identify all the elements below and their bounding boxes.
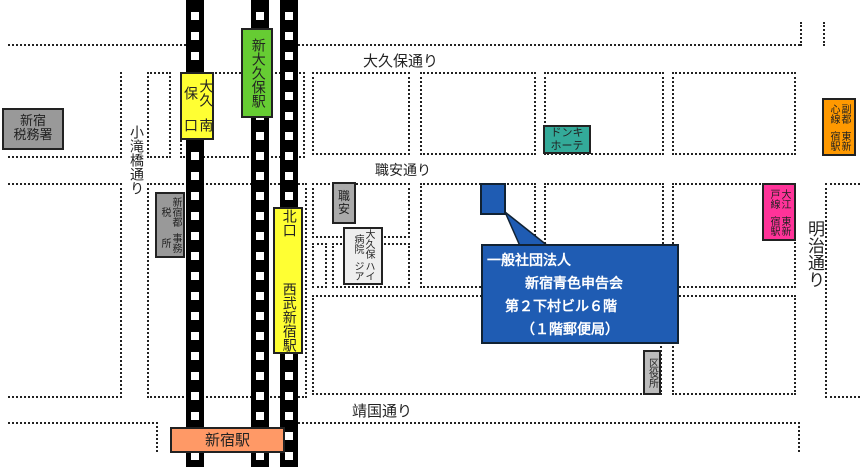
callout-line: 第２下村ビル６階 (505, 299, 617, 315)
ward-office: 区役所 (643, 350, 661, 395)
label: 税務署 (13, 128, 53, 143)
metro-tax-office: 新宿都税事務所 (155, 192, 185, 258)
destination-marker (480, 183, 506, 215)
destination-callout: 一般社団法人 新宿青色申告会 第２下村ビル６階 （１階郵便局） (481, 244, 679, 344)
label: 大久保病院 (352, 229, 374, 259)
label: ホーテ (550, 138, 584, 152)
shin-okubo-station: 新大久保駅 (241, 28, 273, 118)
label: 副都心線 (828, 103, 850, 124)
callout-line: 新宿青色申告会 (525, 276, 623, 292)
block (8, 44, 190, 48)
label: 事務所 (159, 232, 181, 253)
block (672, 72, 796, 155)
okubo-station-south-exit: 大久保南口 (180, 72, 214, 140)
label: 大久保 (182, 79, 214, 108)
label: 東新宿駅 (828, 130, 850, 151)
label: ドンキ (550, 126, 584, 140)
road-shokuan-dori: 職安通り (375, 163, 431, 179)
block (825, 183, 860, 398)
road-yasukuni-dori: 靖国通り (352, 402, 413, 420)
label: 安 (337, 202, 350, 216)
label: 西武新宿駅 (280, 282, 297, 352)
label: ハイジア (352, 261, 374, 281)
block (8, 183, 122, 398)
label: 新宿 (19, 113, 46, 129)
okubo-hospital-hygeia: 大久保病院ハイジア (343, 227, 383, 285)
block (298, 44, 800, 48)
road-otakibashi-dori: 小滝橋通り (128, 125, 144, 195)
callout-line: 一般社団法人 (487, 253, 571, 269)
seibu-shinjuku-station: 北口西武新宿駅 (273, 207, 303, 354)
higashi-shinjuku-station-oedo: 大江戸線東新宿駅 (762, 183, 796, 241)
block (147, 72, 171, 158)
shinjuku-station: 新宿駅 (170, 427, 285, 453)
block (312, 72, 410, 155)
label: 大江戸線 (768, 188, 790, 209)
block (8, 422, 158, 452)
higashi-shinjuku-station-fukutoshin: 副都心線東新宿駅 (822, 98, 856, 156)
label: 職 (337, 188, 350, 203)
label: 新宿都税 (159, 196, 181, 227)
block (800, 22, 825, 46)
road-okubo-dori: 大久保通り (363, 52, 439, 70)
block (312, 243, 327, 288)
don-quijote: ドンキホーテ (543, 125, 591, 154)
block (420, 72, 536, 155)
hello-work-shokuan: 職安 (332, 182, 356, 224)
shinjuku-tax-office: 新宿税務署 (2, 108, 64, 150)
callout-line: （１階郵便局） (521, 322, 619, 338)
label: 南口 (182, 118, 214, 133)
road-meiji-dori: 明治通り (804, 220, 824, 288)
label: 北口 (280, 209, 297, 237)
block (290, 422, 800, 452)
label: 東新宿駅 (768, 215, 790, 236)
block (672, 295, 796, 395)
